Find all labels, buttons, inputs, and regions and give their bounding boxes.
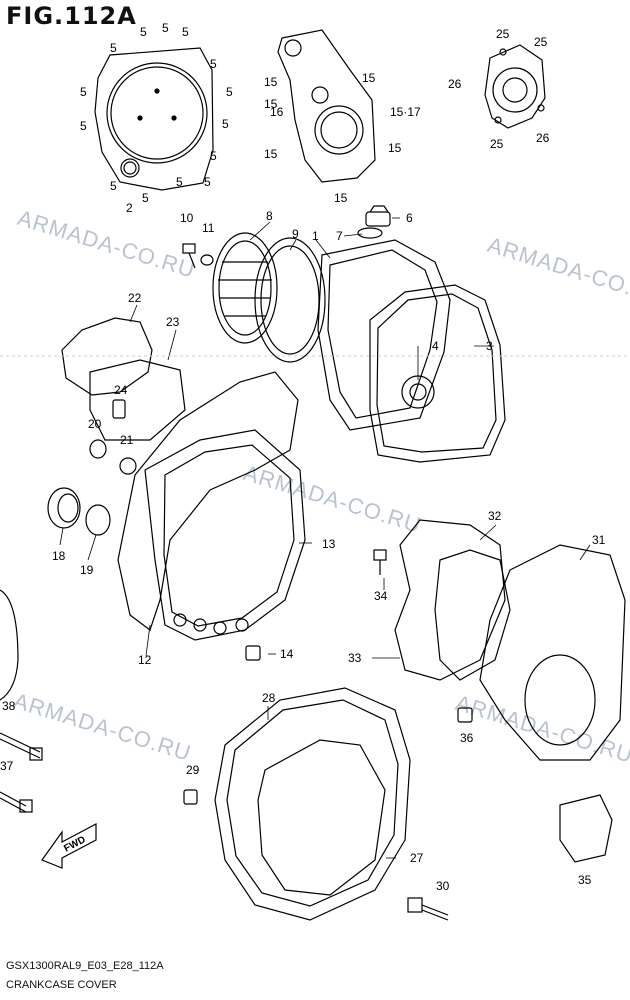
bolt-34: [373, 549, 387, 575]
part-number-label: 5: [80, 85, 87, 99]
part-number-label: 35: [578, 873, 592, 887]
part-number-label: 5: [222, 117, 229, 131]
part-number-label: 27: [410, 851, 424, 865]
generator-cover-small: [277, 29, 376, 183]
oil-filler-plug: [357, 205, 391, 239]
part-number-label: 21: [120, 433, 134, 447]
dowel-pin-14: [245, 645, 261, 661]
part-number-label: 10: [180, 211, 194, 225]
part-number-label: 33: [348, 651, 362, 665]
part-number-label: 15: [334, 191, 348, 205]
part-number-label: 8: [266, 209, 273, 223]
part-number-label: 12: [138, 653, 152, 667]
part-number-label: 32: [488, 509, 502, 523]
part-number-label: 5: [140, 25, 147, 39]
part-number-label: 13: [322, 537, 336, 551]
leader-lines: [59, 217, 591, 859]
part-number-label: 1: [312, 229, 319, 243]
part-number-label: 26: [536, 131, 550, 145]
generator-cover: [214, 687, 411, 921]
bolt-10: [182, 243, 214, 269]
rubber-damper-35: [559, 794, 613, 863]
part-number-label: 5: [110, 41, 117, 55]
clutch-plate-cover: [212, 232, 278, 344]
part-number-label: 29: [186, 763, 200, 777]
part-number-label: 6: [406, 211, 413, 225]
part-number-label: 14: [280, 647, 294, 661]
bolt-30: [407, 897, 449, 921]
part-number-label: 2: [126, 201, 133, 215]
part-number-label: 5: [210, 149, 217, 163]
forward-arrow: FWD: [41, 823, 97, 869]
water-pump-left: [61, 317, 186, 441]
part-number-label: 7: [336, 229, 343, 243]
part-number-label: 19: [80, 563, 94, 577]
part-number-label: 3: [486, 339, 493, 353]
part-number-label: 26: [448, 77, 462, 91]
part-number-label: 5: [226, 85, 233, 99]
part-number-label: 36: [460, 731, 474, 745]
footer-code: GSX1300RAL9_E03_E28_112A: [6, 960, 164, 972]
seal-ring-left: [89, 439, 137, 475]
part-number-label: 5: [176, 175, 183, 189]
footer-name: CRANKCASE COVER: [6, 979, 117, 991]
part-number-label: 15·17: [390, 105, 421, 119]
crankcase-cover-left: [117, 371, 306, 641]
dowel-pin-29: [183, 789, 198, 805]
part-number-label: 34: [374, 589, 388, 603]
part-number-label: 28: [262, 691, 276, 705]
part-number-label: 5: [142, 191, 149, 205]
oil-seal-18: [47, 487, 111, 536]
part-number-label: 25: [490, 137, 504, 151]
part-number-label: 38: [2, 699, 16, 713]
part-number-label: 4: [432, 339, 439, 353]
part-number-label: 25: [534, 35, 548, 49]
part-number-label: 30: [436, 879, 450, 893]
figure-title: FIG.112A: [6, 2, 137, 30]
part-number-label: 25: [496, 27, 510, 41]
part-number-label: 9: [292, 227, 299, 241]
part-number-label: 5: [110, 179, 117, 193]
part-number-label: 20: [88, 417, 102, 431]
part-number-label: 16: [270, 105, 284, 119]
part-number-label: 15: [388, 141, 402, 155]
part-number-label: 24: [114, 383, 128, 397]
part-number-label: 15: [264, 75, 278, 89]
part-number-label: 5: [204, 175, 211, 189]
clutch-cover-outer: [94, 47, 214, 191]
part-number-label: 18: [52, 549, 66, 563]
crankcase-gasket-right: [369, 284, 506, 463]
part-number-label: 22: [128, 291, 142, 305]
part-number-label: 15: [362, 71, 376, 85]
left-edge-part: [0, 589, 19, 701]
part-number-label: 15: [264, 97, 278, 111]
part-number-label: 5: [162, 21, 169, 35]
part-number-label: 5: [80, 119, 87, 133]
starter-clutch-cover: [394, 519, 626, 761]
dowel-pin-36: [457, 707, 473, 723]
part-number-label: 5: [182, 25, 189, 39]
pump-cover-top-right: [484, 44, 546, 129]
part-number-label: 37: [0, 759, 14, 773]
part-number-label: 15: [264, 147, 278, 161]
long-bolts-left: [0, 732, 43, 813]
part-number-label: 5: [210, 57, 217, 71]
clutch-gasket: [254, 237, 326, 363]
part-number-label: 11: [202, 221, 215, 235]
clutch-cover-large: [317, 239, 451, 431]
part-number-label: 31: [592, 533, 606, 547]
part-number-label: 23: [166, 315, 180, 329]
